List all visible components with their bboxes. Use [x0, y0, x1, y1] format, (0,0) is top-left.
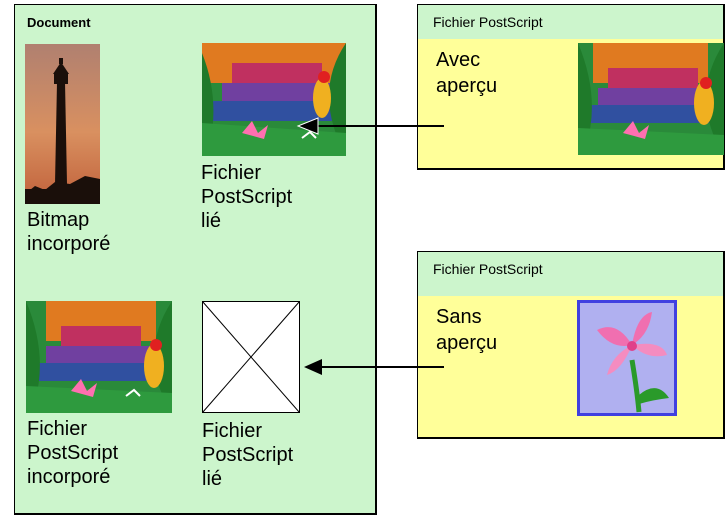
embedded-bitmap-label: Bitmap incorporé [27, 209, 111, 255]
lighthouse-bitmap-image [25, 44, 100, 204]
postscript-without-preview-header: Fichier PostScript [418, 252, 723, 296]
arrowhead-without-preview [304, 359, 322, 375]
postscript-without-preview-panel: Fichier PostScript Sans aperçu [417, 251, 725, 439]
linked-postscript-label-top: Fichier PostScript lié [201, 162, 293, 232]
document-title: Document [27, 15, 91, 30]
parrot-jungle-source-image [578, 43, 724, 155]
embedded-postscript-label: Fichier PostScript incorporé [27, 418, 119, 488]
document-panel: Document Bitmap incorporé [14, 4, 377, 515]
with-preview-label: Avec aperçu [436, 49, 498, 97]
postscript-with-preview-panel: Fichier PostScript Avec aperçu [417, 4, 725, 170]
linked-postscript-label-bottom: Fichier PostScript lié [202, 420, 294, 490]
parrot-jungle-preview-image [202, 43, 346, 156]
arrowhead-with-preview [296, 117, 319, 135]
postscript-with-preview-header: Fichier PostScript [418, 5, 723, 39]
without-preview-label: Sans aperçu [436, 306, 498, 354]
missing-preview-placeholder [202, 301, 300, 413]
orchid-source-image [577, 300, 677, 416]
parrot-jungle-embedded-image [26, 301, 172, 413]
